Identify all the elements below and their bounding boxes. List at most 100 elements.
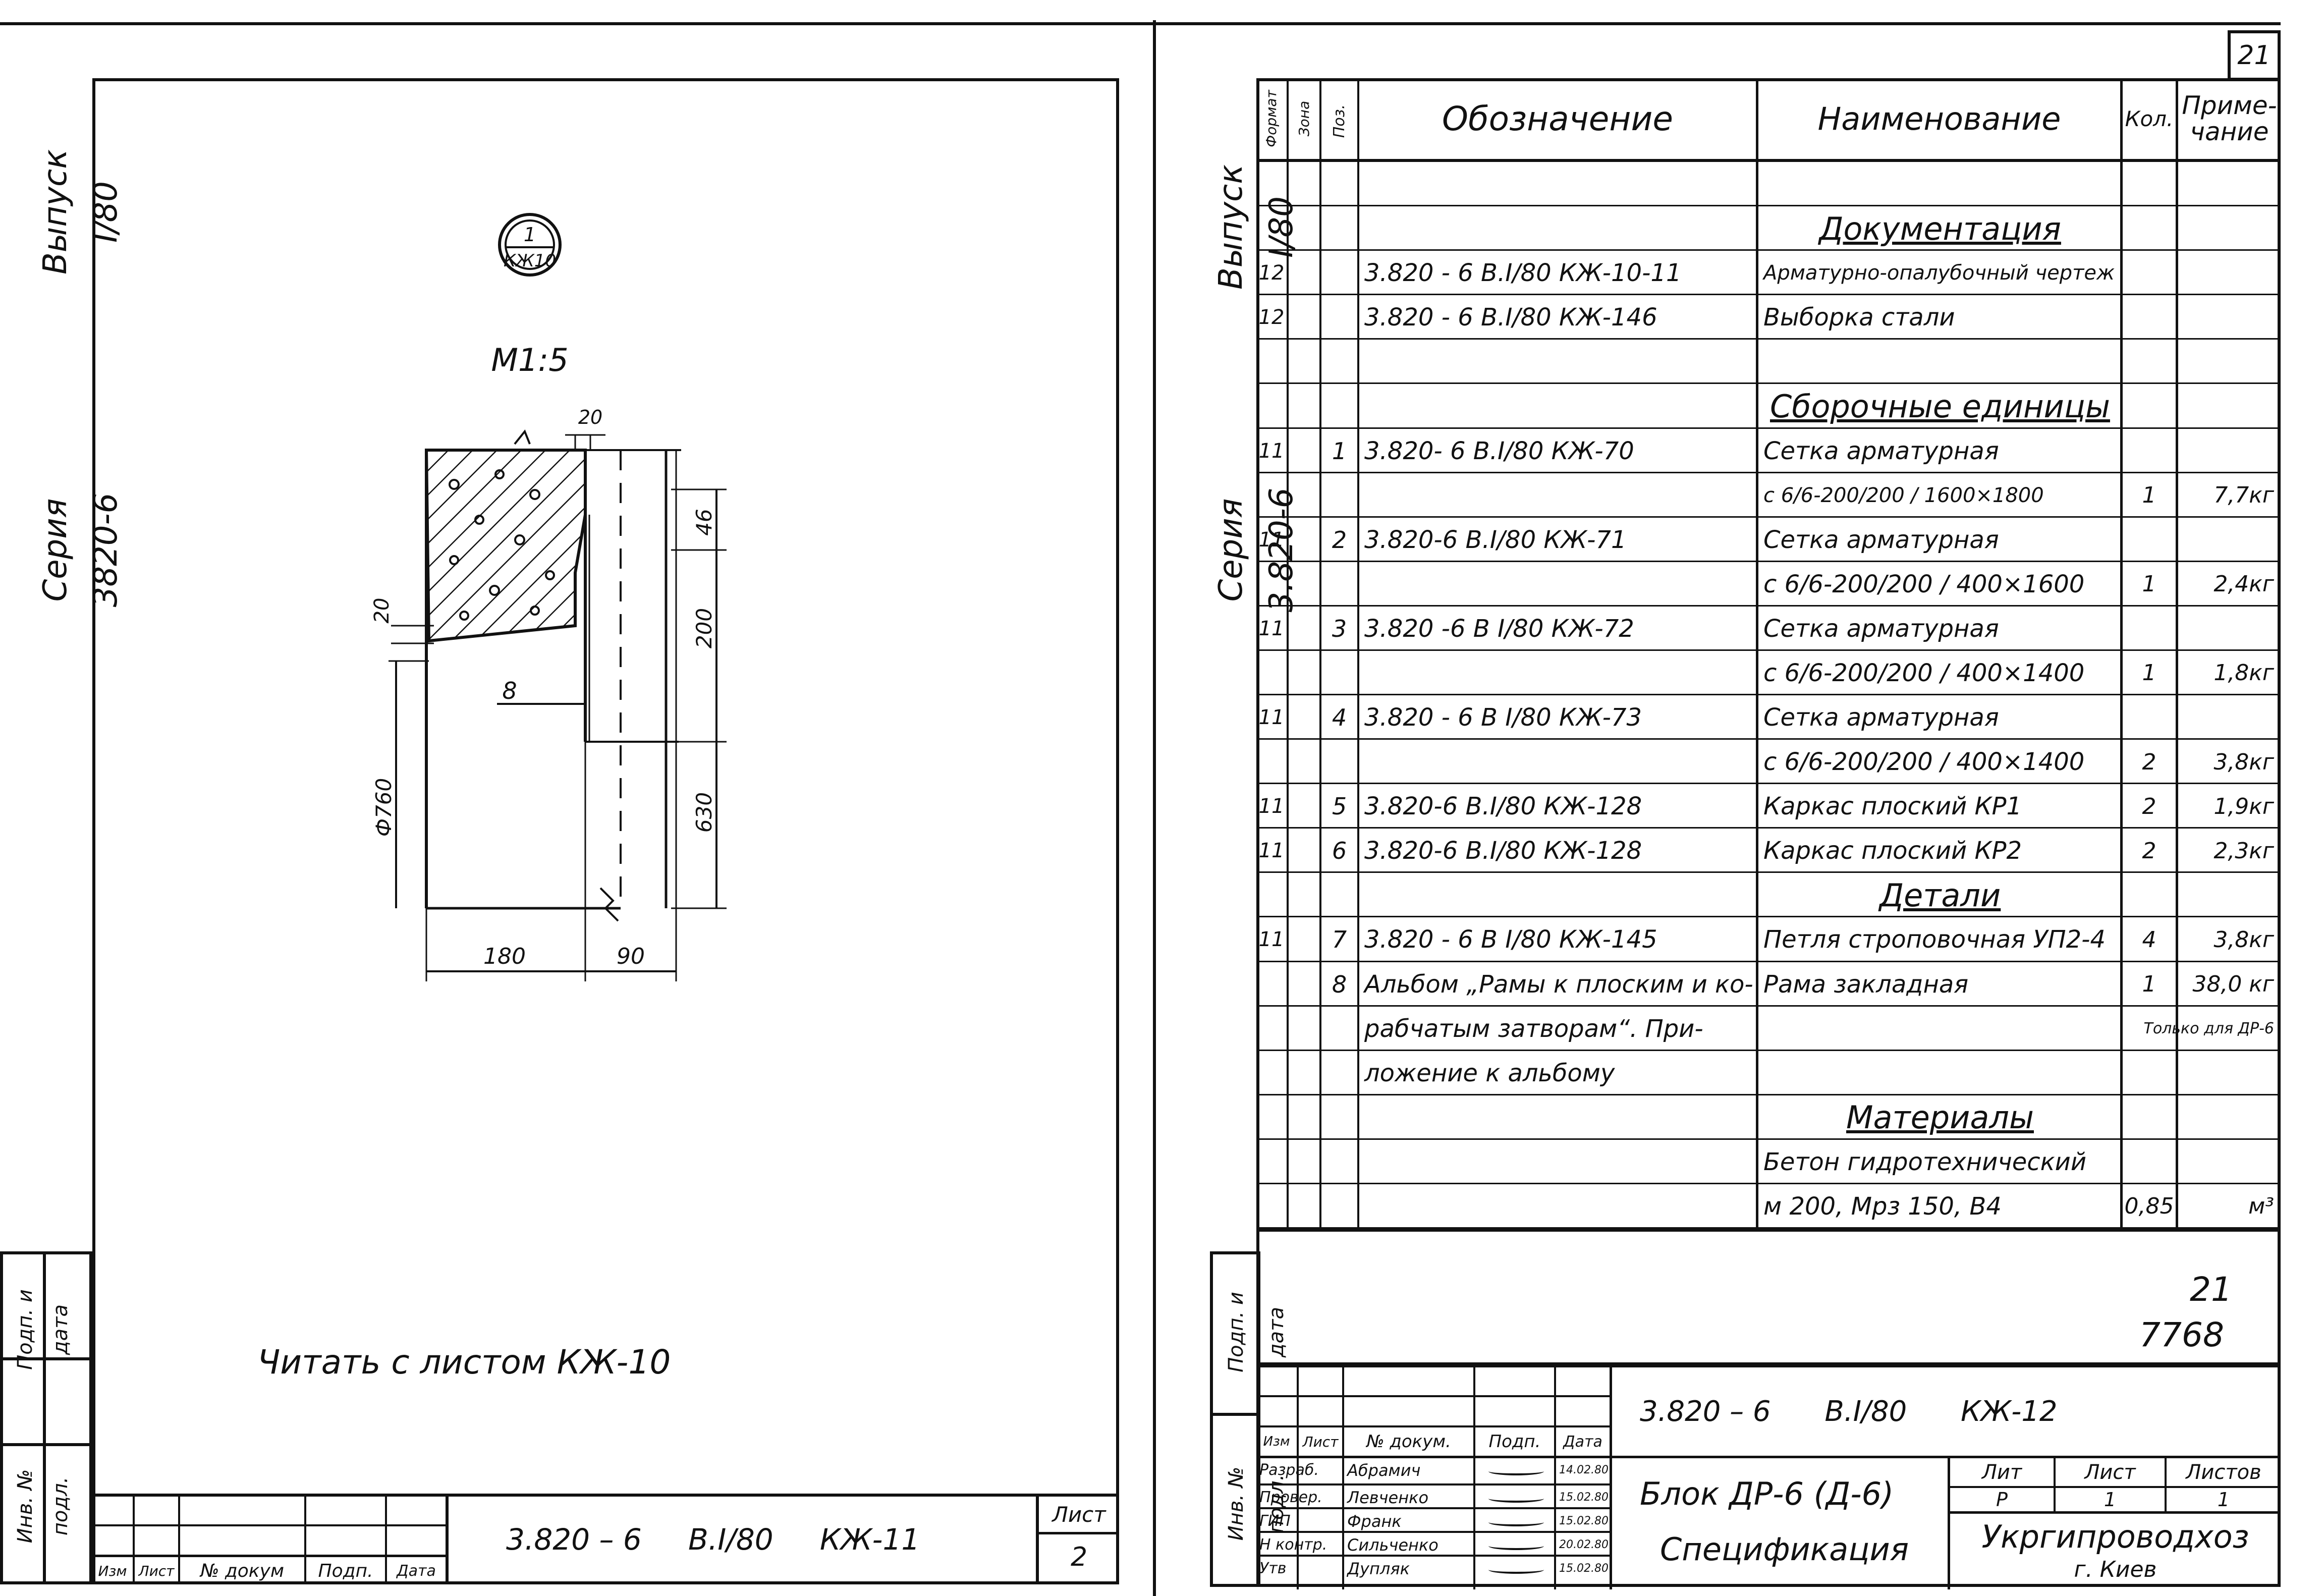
row-divider [1256,1138,2281,1140]
row-position: 7 [1332,926,1347,954]
row-name: Каркас плоский КР2 [1763,837,2022,865]
row-quantity [2123,607,2176,651]
row-quantity [2123,340,2176,384]
row-designation [1364,1140,1753,1184]
row-name: Сетка арматурная [1763,703,1999,732]
read-with-note: Читать с листом КЖ-10 [257,1343,671,1382]
row-designation: 3.820 -6 В I/80 КЖ-72 [1364,614,1634,643]
right-side-series: Серия 3.820-6 [1212,487,1300,613]
row-quantity [2123,873,2176,917]
row-note: Только для ДР-6 [2143,1020,2275,1038]
right-margin-divider [1210,1413,1260,1416]
row-format: 11 [1258,706,1285,730]
right-stamp-h-data: Дата [1563,1433,1602,1451]
row-divider [1256,738,2281,740]
col-header-zone: Зона [1296,100,1312,137]
left-drawing-frame [92,78,1119,1584]
right-stamp-h-podp: Подп. [1488,1432,1541,1452]
row-name: Арматурно-опалубочный чертеж [1763,261,2115,285]
row-note: 1,8кг [2214,660,2274,686]
row-position [1321,1007,1357,1051]
row-designation: 3.820 - 6 В.I/80 КЖ-146 [1364,303,1657,332]
row-divider [1256,871,2281,873]
row-position [1321,206,1357,251]
row-designation [1364,1184,1753,1229]
left-stamp-sheet-label: Лист [1052,1502,1106,1527]
row-name: Петля строповочная УП2-4 [1763,925,2106,954]
row-format [1256,651,1287,695]
row-designation [1364,473,1753,518]
row-position: 2 [1332,526,1347,554]
stamp-person-name: Левченко [1347,1488,1429,1507]
row-designation: 3.820-6 В.I/80 КЖ-128 [1364,792,1642,821]
row-divider [1256,427,2281,429]
row-divider [1256,1005,2281,1007]
row-designation: 3.820 - 6 В.I/80 КЖ-10-11 [1364,259,1682,288]
row-divider [1256,604,2281,607]
right-stamp: 3.820 – 6 В.I/80 КЖ-12 Изм Лист № докум.… [1256,1362,2281,1589]
row-note: 7,7кг [2214,482,2274,509]
row-note [2178,1140,2279,1184]
row-designation [1364,1095,1753,1140]
stamp-person-name: Абрамич [1347,1460,1421,1480]
row-note: 1,9кг [2214,793,2274,819]
row-quantity [2123,429,2176,473]
row-position [1321,1184,1357,1229]
right-margin-label-inv: Инв. № подл. [1225,1466,1288,1541]
signature-scribble [1488,1467,1544,1475]
dim-8: 8 [502,677,517,704]
row-quantity: 0,85 [2124,1193,2174,1220]
right-stamp-code: 3.820 – 6 В.I/80 КЖ-12 [1640,1395,2058,1428]
handwritten-number-7768: 7768 [2139,1315,2224,1354]
row-note [2178,340,2279,384]
row-note [2178,1051,2279,1095]
row-designation: 3.820 - 6 В I/80 КЖ-73 [1364,703,1642,732]
left-stamp-h-podp: Подп. [318,1561,373,1581]
row-name [1763,340,2117,384]
row-designation [1364,562,1753,607]
col-header-note: Приме- чание [2182,91,2277,146]
row-designation [1364,651,1753,695]
row-note [2178,1095,2279,1140]
right-top-border [1155,22,2281,25]
row-quantity [2123,206,2176,251]
row-position [1321,162,1357,206]
handwritten-number-21: 21 [2190,1270,2232,1309]
row-position: 1 [1332,437,1347,465]
spec-table: Формат Зона Поз. Обозначение Наименовани… [1256,78,2281,1232]
row-format [1256,1140,1287,1184]
row-format: 11 [1258,839,1285,863]
row-divider [1256,916,2281,918]
row-format: 11 [1258,928,1285,952]
right-stamp-lit: Р [1996,1489,2008,1511]
row-divider [1256,516,2281,518]
row-name: Рама закладная [1763,970,1969,999]
left-margin-divider-h2 [0,1357,92,1360]
row-designation [1364,340,1753,384]
row-name: с 6/6-200/200 / 1600×1800 [1763,483,2044,507]
left-stamp-code: 3.820 – 6 В.I/80 КЖ-11 [506,1522,920,1557]
left-stamp: Изм Лист № докум Подп. Дата 3.820 – 6 В.… [92,1494,1119,1584]
row-position [1321,1095,1357,1140]
row-format: 12 [1258,306,1285,329]
row-format [1256,340,1287,384]
row-quantity: 2 [2142,793,2156,819]
row-position [1321,295,1357,340]
section-mark: 1 КЖ10 [498,213,562,277]
row-note [2178,384,2279,428]
left-stamp-h-list: Лист [138,1563,175,1579]
stamp-person-role: Разраб. [1259,1461,1319,1479]
row-format [1256,1095,1287,1140]
row-divider [1256,694,2281,695]
section-drawing: 1 КЖ10 М1:5 46 200 [370,213,727,981]
row-position: 6 [1332,837,1347,865]
right-stamp-list: 1 [2104,1489,2117,1511]
row-designation [1364,740,1753,784]
row-name [1763,162,2117,206]
row-note [2178,429,2279,473]
row-note [2178,162,2279,206]
right-stamp-listov: 1 [2217,1489,2230,1511]
col-header-name: Наименование [1817,100,2061,137]
row-format [1256,384,1287,428]
dim-46: 46 [692,509,716,535]
